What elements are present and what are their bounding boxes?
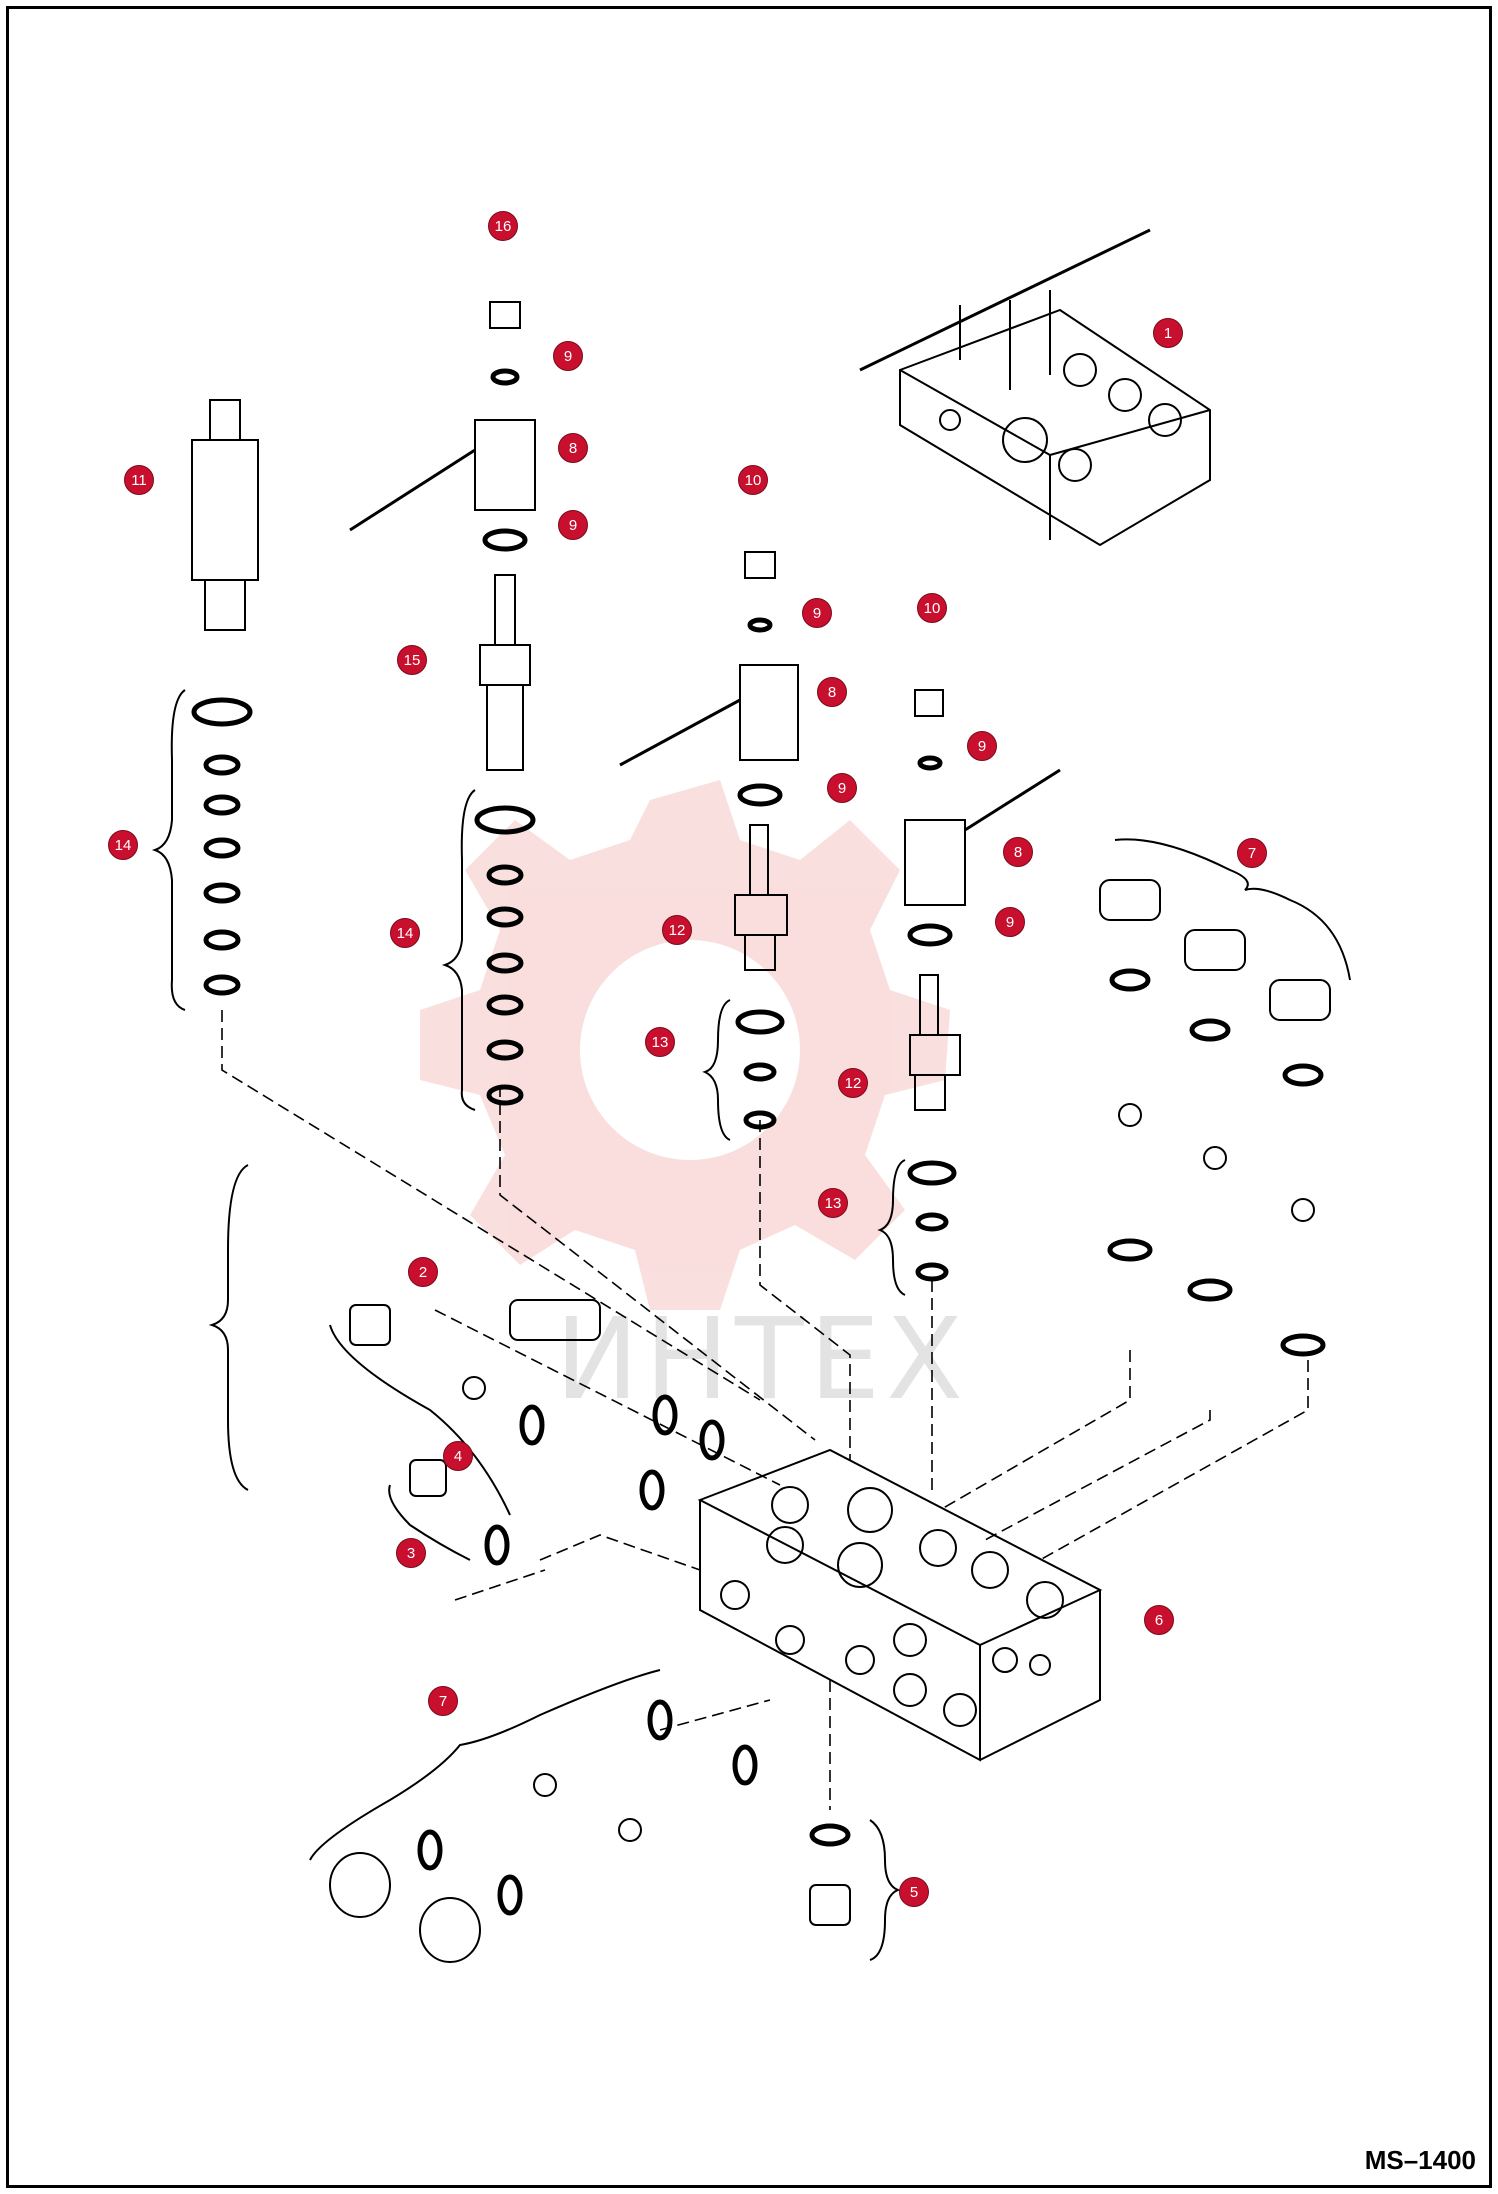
callout-6: 6 <box>1144 1605 1174 1635</box>
callout-9: 9 <box>995 907 1025 937</box>
callout-9: 9 <box>827 773 857 803</box>
drawing-code: MS–1400 <box>1364 2145 1476 2175</box>
callout-7: 7 <box>428 1686 458 1716</box>
callout-13: 13 <box>645 1027 675 1057</box>
callout-10: 10 <box>917 593 947 623</box>
callout-8: 8 <box>817 677 847 707</box>
callout-14: 14 <box>108 830 138 860</box>
callout-4: 4 <box>443 1441 473 1471</box>
callout-9: 9 <box>558 510 588 540</box>
callout-9: 9 <box>967 731 997 761</box>
callout-2: 2 <box>408 1257 438 1287</box>
callout-13: 13 <box>818 1188 848 1218</box>
callout-14: 14 <box>390 918 420 948</box>
callout-8: 8 <box>1003 837 1033 867</box>
callout-10: 10 <box>738 465 768 495</box>
callout-8: 8 <box>558 433 588 463</box>
callout-12: 12 <box>662 915 692 945</box>
callout-5: 5 <box>899 1877 929 1907</box>
callout-16: 16 <box>488 211 518 241</box>
callout-9: 9 <box>553 341 583 371</box>
callout-11: 11 <box>124 465 154 495</box>
callout-1: 1 <box>1153 318 1183 348</box>
drawing-border <box>6 6 1492 2188</box>
callout-3: 3 <box>396 1538 426 1568</box>
callout-7: 7 <box>1237 838 1267 868</box>
callout-15: 15 <box>397 645 427 675</box>
callout-9: 9 <box>802 598 832 628</box>
callout-12: 12 <box>838 1068 868 1098</box>
